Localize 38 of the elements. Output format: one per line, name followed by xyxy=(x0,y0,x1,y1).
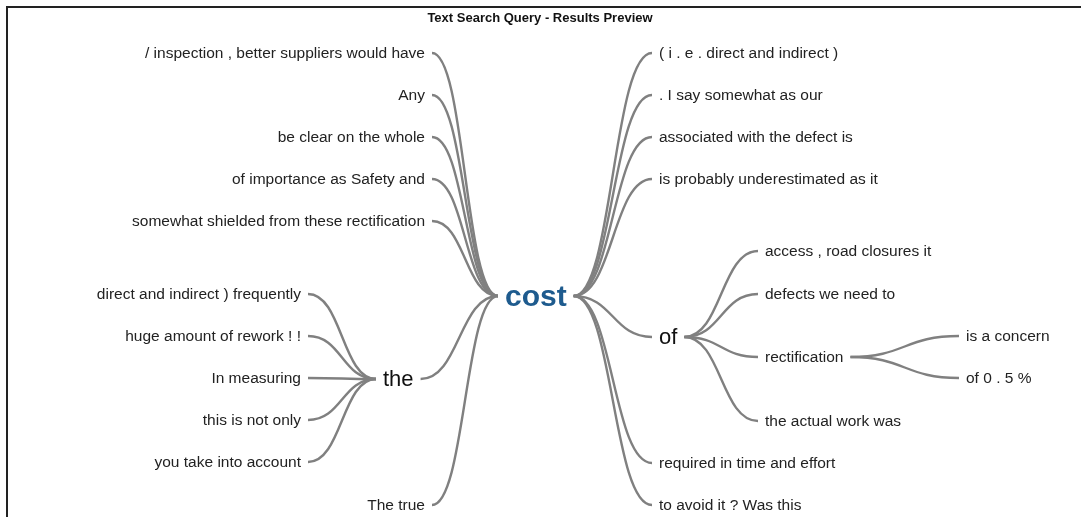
phrase: somewhat shielded from these rectification xyxy=(125,211,432,231)
root-word: cost xyxy=(498,278,574,314)
branch-line xyxy=(431,219,499,298)
branch-line xyxy=(850,355,960,380)
phrase: the actual work was xyxy=(758,411,909,431)
phrase: required in time and effort xyxy=(652,453,843,473)
phrase: of xyxy=(652,323,685,351)
branch-line xyxy=(573,135,653,298)
branch-line xyxy=(684,249,759,339)
phrase: associated with the defect is xyxy=(652,127,860,147)
phrase: you take into account xyxy=(147,452,308,472)
phrase: of importance as Safety and xyxy=(225,169,432,189)
branch-line xyxy=(684,335,759,423)
phrase: to avoid it ? Was this xyxy=(652,495,809,515)
phrase: huge amount of rework ! ! xyxy=(118,326,308,346)
phrase: this is not only xyxy=(195,410,308,430)
phrase: The true xyxy=(360,495,432,515)
phrase: ( i . e . direct and indirect ) xyxy=(652,43,846,63)
phrase: / inspection , better suppliers would have xyxy=(137,43,432,63)
phrase: access , road closures it xyxy=(758,241,939,261)
branch-line xyxy=(573,294,653,507)
phrase: In measuring xyxy=(204,368,308,388)
branch-line xyxy=(307,377,377,464)
branch-line xyxy=(431,52,499,297)
phrase: of 0 . 5 % xyxy=(959,368,1039,388)
phrase: . I say somewhat as our xyxy=(652,85,830,105)
branch-line xyxy=(431,294,499,507)
phrase: Any xyxy=(391,85,432,105)
branch-line xyxy=(307,292,377,381)
phrase: the xyxy=(376,365,421,393)
phrase: be clear on the whole xyxy=(270,127,432,147)
branch-line xyxy=(573,51,653,298)
phrase: is probably underestimated as it xyxy=(652,169,885,189)
phrase: defects we need to xyxy=(758,284,903,304)
phrase: rectification xyxy=(758,347,851,367)
phrase: direct and indirect ) frequently xyxy=(89,284,308,304)
phrase: is a concern xyxy=(959,326,1057,346)
title: Text Search Query - Results Preview xyxy=(427,9,653,25)
